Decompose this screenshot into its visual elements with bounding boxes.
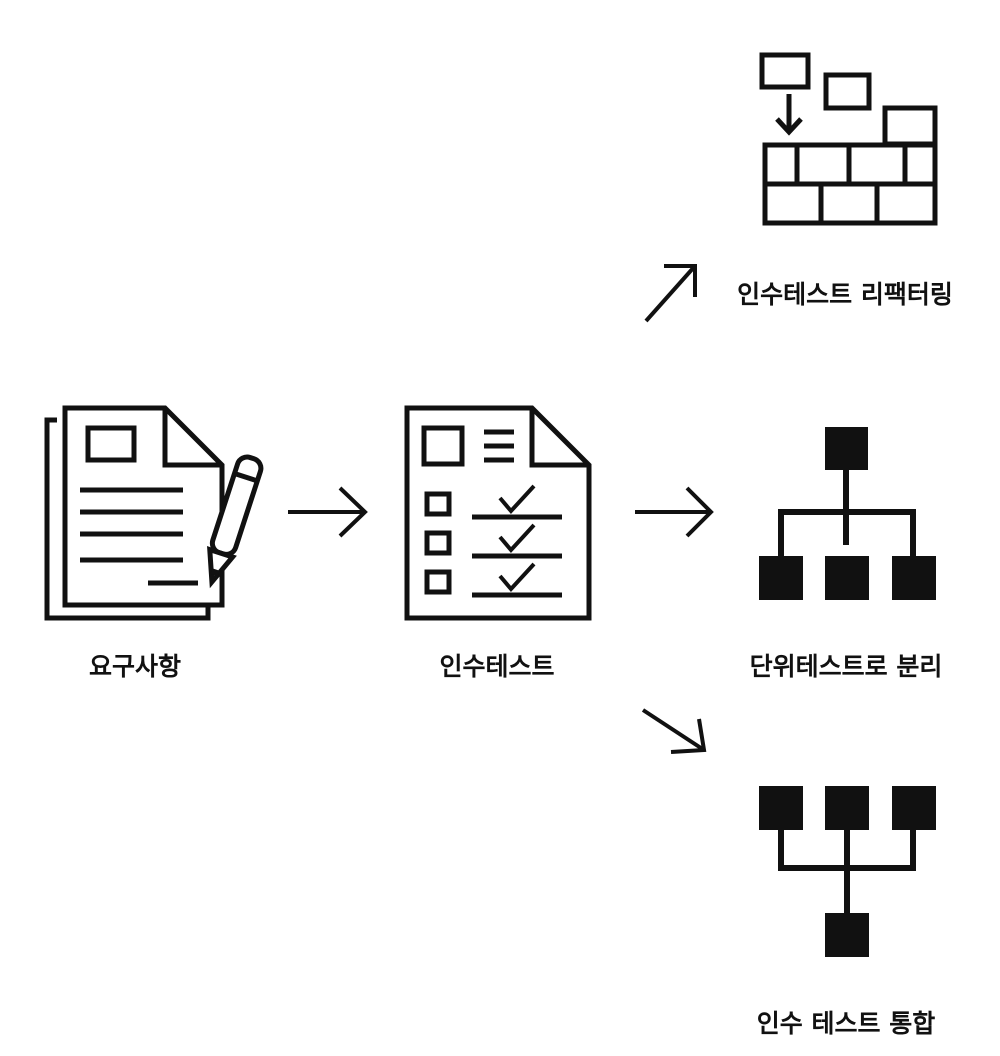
- node-label-integrate: 인수 테스트 통합: [757, 1009, 935, 1038]
- arrow-right-icon: [635, 486, 714, 538]
- hierarchy-split-icon: [759, 427, 936, 600]
- node-label-refactoring: 인수테스트 리팩터링: [737, 280, 953, 309]
- document-pen-icon: [44, 405, 264, 621]
- node-label-split-unit: 단위테스트로 분리: [750, 652, 943, 681]
- checklist-document-icon: [404, 405, 592, 621]
- arrow-up-right-icon: [644, 264, 697, 323]
- node-label-acceptance-test: 인수테스트: [439, 652, 554, 681]
- hierarchy-merge-icon: [759, 786, 936, 957]
- node-label-requirements: 요구사항: [89, 652, 181, 681]
- arrow-down-right-icon: [641, 708, 707, 754]
- arrow-right-icon: [288, 486, 368, 538]
- brick-wall-icon: [759, 52, 938, 226]
